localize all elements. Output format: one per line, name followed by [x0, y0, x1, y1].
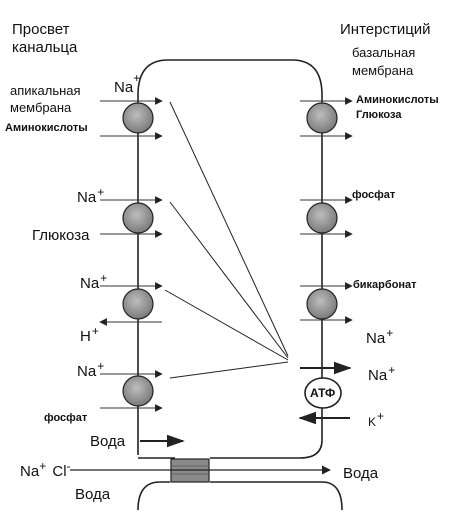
na-label-3: Na+	[80, 271, 108, 292]
apical-carrier-glucose	[100, 196, 163, 238]
sodium-flux-lines	[164, 101, 289, 379]
basal-amino-acids-label: Аминокислоты	[356, 94, 439, 106]
apical-membrane-label-line1: апикальная	[10, 83, 81, 98]
na-label-1: Na+	[114, 71, 141, 96]
basal-bicarbonate-label: бикарбонат	[353, 279, 417, 291]
apical-amino-acids-label: Аминокислоты	[5, 122, 88, 134]
cell-membrane-outline	[137, 481, 170, 511]
na-cl-label: Na+ Cl-	[20, 459, 71, 480]
basal-phosphate-label: фосфат	[352, 189, 396, 201]
cell-top-membrane	[168, 59, 323, 459]
na-label-4: Na+	[77, 359, 105, 380]
apical-carrier-na-h-exchanger	[99, 282, 163, 326]
na-interstitium-label-1: Na+	[366, 326, 394, 347]
na-pump-out-label: Na+	[368, 363, 396, 384]
basal-carrier-bicarbonate	[300, 282, 353, 324]
apical-phosphate-label: фосфат	[44, 412, 88, 424]
apical-glucose-label: Глюкоза	[32, 227, 90, 244]
lumen-title-line2: канальца	[12, 39, 78, 56]
water-interstitium-label: Вода	[343, 465, 379, 482]
basal-glucose-label: Глюкоза	[356, 109, 402, 121]
basal-carrier-amino	[300, 97, 353, 140]
apical-membrane-label-line2: мембрана	[10, 100, 72, 115]
na-label-2: Na+	[77, 185, 105, 206]
cell-bottom-right-curve	[321, 481, 343, 511]
interstitium-title: Интерстиций	[340, 21, 431, 38]
basal-carrier-phosphate	[300, 196, 353, 238]
basal-membrane-label-line2: мембрана	[352, 63, 414, 78]
lumen-title-line1: Просвет	[12, 21, 70, 38]
atp-label: АТФ	[310, 386, 336, 400]
water-bottom-label: Вода	[75, 486, 111, 503]
cell-apical-membrane	[137, 59, 169, 455]
atp-pump-circle	[304, 377, 342, 409]
k-label: K+	[368, 409, 385, 429]
water-cell-label: Вода	[90, 433, 126, 450]
apical-carrier-phosphate	[100, 370, 163, 412]
apical-carrier-amino	[100, 97, 163, 140]
basal-membrane-label-line1: базальная	[352, 45, 416, 60]
h-label: H+	[80, 324, 99, 345]
